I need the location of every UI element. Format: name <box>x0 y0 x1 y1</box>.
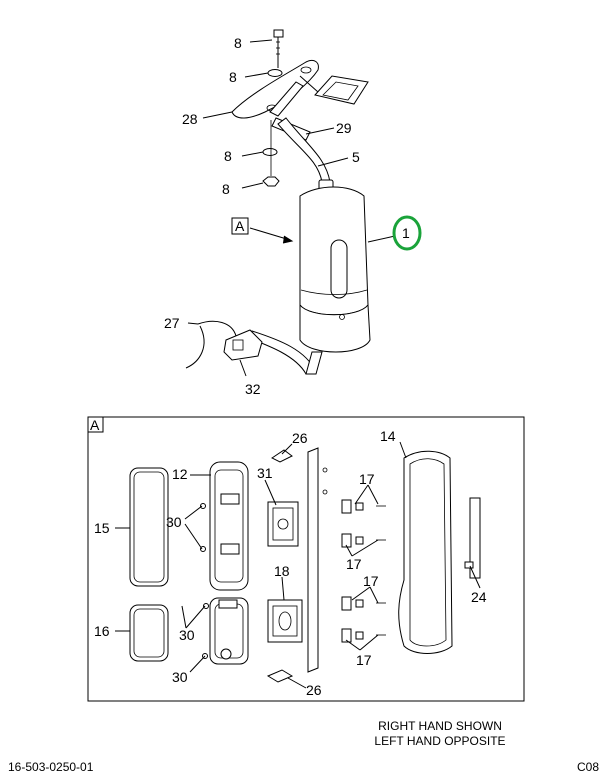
connector <box>341 628 352 643</box>
page-code: C08 <box>577 760 600 774</box>
view-a-tag <box>231 217 249 235</box>
upper-mirror-assembly <box>185 29 371 375</box>
support-arm <box>269 81 304 117</box>
callout-8: 8 <box>234 35 242 51</box>
highlight-circle <box>392 215 422 251</box>
callout-30: 30 <box>172 669 188 685</box>
glass-frame <box>209 461 249 591</box>
part-number: 16-503-0250-01 <box>8 760 94 774</box>
detail-parts <box>129 447 481 683</box>
washer <box>267 69 283 77</box>
mirror-tube <box>277 117 331 183</box>
connector <box>341 499 352 514</box>
callout-16: 16 <box>94 623 110 639</box>
callout-31: 31 <box>257 465 273 481</box>
callout-a: A <box>235 218 245 234</box>
callout-5: 5 <box>352 149 360 165</box>
callout-30: 30 <box>166 514 182 530</box>
leader-lines-detail <box>115 441 481 689</box>
orientation-note: RIGHT HAND SHOWN LEFT HAND OPPOSITE <box>360 719 520 749</box>
orientation-note-line-1: RIGHT HAND SHOWN <box>378 719 502 733</box>
housing-back <box>398 450 453 654</box>
connector <box>341 533 352 548</box>
callout-29: 29 <box>336 120 352 136</box>
leader-lines-upper <box>187 39 396 377</box>
callout-14: 14 <box>380 428 396 444</box>
heater-motor <box>267 599 303 643</box>
callout-1: 1 <box>402 225 410 241</box>
callout-15: 15 <box>94 520 110 536</box>
mirror-motor <box>267 501 299 547</box>
callout-8: 8 <box>229 69 237 85</box>
clip <box>266 669 294 683</box>
callout-30: 30 <box>179 627 195 643</box>
mirror-glass <box>129 467 169 587</box>
callout-24: 24 <box>471 589 487 605</box>
callout-26: 26 <box>292 430 308 446</box>
clip <box>271 449 293 463</box>
heater-cable <box>185 320 237 369</box>
backing-plate <box>307 447 319 673</box>
bolt <box>273 29 284 68</box>
callout-17: 17 <box>359 471 375 487</box>
nut <box>262 176 280 187</box>
convex-glass <box>129 604 169 662</box>
callout-27: 27 <box>164 315 180 331</box>
callout-8: 8 <box>224 148 232 164</box>
washer <box>262 148 278 156</box>
callout-17: 17 <box>356 652 372 668</box>
callout-a: A <box>90 417 100 433</box>
glass-frame-lower <box>209 597 249 665</box>
callout-28: 28 <box>182 111 198 127</box>
connector <box>341 596 352 611</box>
callout-26: 26 <box>306 682 322 698</box>
callout-12: 12 <box>172 466 188 482</box>
callout-17: 17 <box>346 556 362 572</box>
callout-32: 32 <box>245 381 261 397</box>
callout-18: 18 <box>274 563 290 579</box>
upper-bracket <box>231 59 319 119</box>
detail-view-a-tag <box>87 416 104 433</box>
spot-mirror <box>314 75 369 105</box>
callout-8: 8 <box>222 181 230 197</box>
orientation-note-line-2: LEFT HAND OPPOSITE <box>374 734 506 748</box>
callout-17: 17 <box>363 573 379 589</box>
